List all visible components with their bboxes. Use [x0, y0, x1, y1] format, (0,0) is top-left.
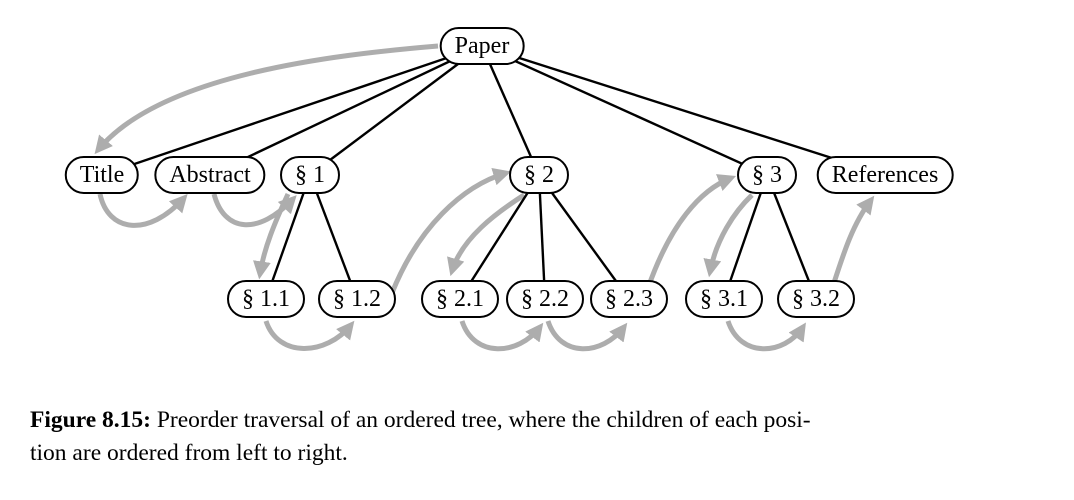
figure-caption-line1: Preorder traversal of an ordered tree, w… [150, 406, 811, 433]
tree-node-title: Title [64, 156, 140, 194]
figure-caption: Figure 8.15: Preorder traversal of an or… [30, 404, 1040, 470]
tree-node-sec22: § 2.2 [506, 280, 584, 318]
figure-caption-label: Figure 8.15: [30, 406, 151, 433]
traversal-arrow-title-abstract [97, 193, 188, 228]
tree-node-references: References [816, 156, 954, 194]
edge-sec1-sec12 [308, 174, 359, 300]
edge-sec1-sec11 [264, 174, 312, 300]
tree-diagram: Paper Title Abstract § 1 § 2 § 3 Referen… [64, 27, 954, 352]
tree-node-sec23: § 2.3 [590, 280, 668, 318]
tree-node-sec1: § 1 [280, 156, 340, 194]
tree-node-sec32: § 3.2 [777, 280, 855, 318]
traversal-arrow-sec11-sec12 [263, 320, 355, 351]
traversal-arrow-sec2-sec21 [447, 192, 526, 277]
edge-paper-sec3 [481, 44, 768, 177]
traversal-arrow-sec23-sec3 [645, 174, 737, 289]
traversal-arrow-sec21-sec22 [459, 320, 544, 352]
edge-sec3-sec31 [722, 174, 769, 300]
edge-paper-references [481, 44, 886, 177]
edge-paper-title [101, 44, 483, 177]
figure-caption-line2: tion are ordered from left to right. [30, 439, 348, 466]
traversal-arrow-sec31-sec32 [725, 320, 806, 352]
traversal-arrow-sec32-references [828, 195, 875, 293]
tree-node-sec21: § 2.1 [421, 280, 499, 318]
tree-node-sec31: § 3.1 [685, 280, 763, 318]
tree-node-abstract: Abstract [154, 156, 266, 194]
traversal-arrow-sec3-sec31 [703, 193, 754, 278]
tree-edges [101, 44, 886, 300]
tree-node-paper: Paper [439, 27, 525, 65]
traversal-arrow-sec12-sec2 [389, 167, 512, 294]
edge-paper-abstract [209, 44, 483, 177]
traversal-arrow-sec22-sec23 [545, 320, 628, 352]
traversal-arrow-sec1-sec11 [253, 192, 291, 280]
tree-node-sec2: § 2 [509, 156, 569, 194]
edge-paper-sec2 [480, 45, 541, 176]
tree-node-sec3: § 3 [737, 156, 797, 194]
traversal-arrows [94, 43, 875, 352]
tree-node-sec11: § 1.1 [227, 280, 305, 318]
tree-node-sec12: § 1.2 [318, 280, 396, 318]
edge-sec2-sec22 [537, 174, 547, 300]
edge-sec3-sec32 [765, 174, 818, 300]
edge-paper-sec1 [309, 45, 483, 176]
edge-sec2-sec21 [458, 174, 541, 300]
edge-sec2-sec23 [538, 174, 630, 300]
tree-links-svg [94, 43, 886, 352]
traversal-arrow-paper-title [94, 43, 439, 155]
